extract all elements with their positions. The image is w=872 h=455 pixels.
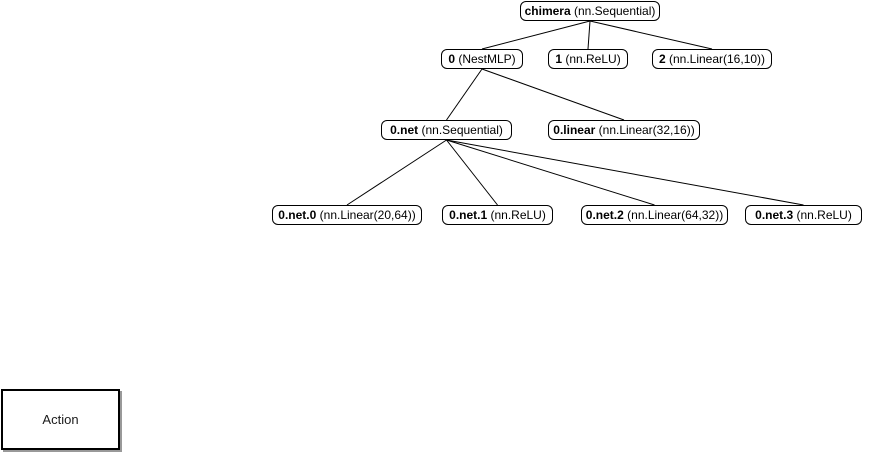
tree-edge-0-to-0.linear (481, 68, 625, 121)
node-name-label: 0 (448, 52, 455, 66)
node-name-label: 0.net.2 (585, 208, 624, 222)
tree-node-0.linear[interactable]: 0.linear (nn.Linear(32,16)) (548, 120, 700, 140)
node-name-label: 0.net.1 (449, 208, 488, 222)
node-type-label: (nn.Sequential) (418, 123, 503, 137)
node-type-label: (nn.Linear(64,32)) (623, 208, 724, 222)
tree-node-0[interactable]: 0 (NestMLP) (441, 49, 523, 69)
node-name-label: 1 (555, 52, 562, 66)
node-name-label: 2 (658, 52, 666, 66)
node-name-label: 0.net.0 (278, 208, 317, 222)
node-name-label: chimera (524, 4, 571, 18)
tree-node-2[interactable]: 2 (nn.Linear(16,10)) (652, 49, 772, 69)
tree-edge-0.net-to-0.net.1 (446, 139, 498, 206)
tree-node-0.net.1[interactable]: 0.net.1 (nn.ReLU) (442, 205, 553, 225)
tree-node-0.net.0[interactable]: 0.net.0 (nn.Linear(20,64)) (272, 205, 422, 225)
tree-edge-chimera-to-0 (481, 20, 591, 50)
tree-edge-0-to-0.net (446, 68, 483, 121)
tree-node-1[interactable]: 1 (nn.ReLU) (548, 49, 628, 69)
tree-node-0.net[interactable]: 0.net (nn.Sequential) (381, 120, 512, 140)
node-type-label: (nn.Sequential) (570, 4, 656, 18)
tree-edge-chimera-to-2 (589, 20, 713, 50)
node-type-label: (nn.ReLU) (487, 208, 546, 222)
node-type-label: (NestMLP) (455, 52, 516, 66)
node-name-label: 0.linear (553, 123, 596, 137)
tree-node-0.net.2[interactable]: 0.net.2 (nn.Linear(64,32)) (581, 205, 728, 225)
tree-edge-0.net-to-0.net.3 (446, 139, 804, 206)
node-type-label: (nn.ReLU) (793, 208, 852, 222)
node-type-label: (nn.Linear(20,64)) (316, 208, 416, 222)
node-type-label: (nn.Linear(16,10)) (665, 52, 766, 66)
node-name-label: 0.net (390, 123, 419, 137)
node-type-label: (nn.Linear(32,16)) (595, 123, 695, 137)
tree-edge-0.net-to-0.net.2 (446, 139, 655, 206)
tree-edge-chimera-to-1 (587, 20, 591, 50)
node-name-label: 0.net.3 (755, 208, 794, 222)
tree-node-0.net.3[interactable]: 0.net.3 (nn.ReLU) (745, 205, 862, 225)
action-button[interactable]: Action (1, 389, 120, 450)
tree-node-chimera[interactable]: chimera (nn.Sequential) (520, 1, 660, 21)
node-type-label: (nn.ReLU) (562, 52, 621, 66)
tree-edge-0.net-to-0.net.0 (346, 139, 447, 206)
action-button-label: Action (42, 412, 79, 427)
